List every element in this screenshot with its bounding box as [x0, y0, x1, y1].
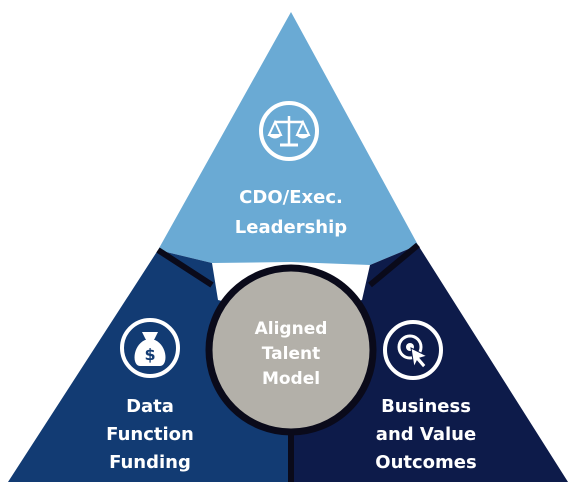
left-label: Data Function Funding [106, 396, 194, 473]
center-label-line-2: Talent [262, 344, 320, 364]
top-label: CDO/Exec. Leadership [235, 187, 347, 238]
right-label: Business and Value Outcomes [375, 396, 476, 473]
cursor-click-icon [383, 320, 443, 380]
right-label-line-1: Business [381, 396, 471, 417]
top-label-line-2: Leadership [235, 217, 347, 238]
left-label-line-1: Data [126, 396, 174, 417]
center-label-line-3: Model [262, 369, 320, 389]
left-label-line-3: Funding [109, 452, 191, 473]
top-label-line-1: CDO/Exec. [239, 187, 343, 208]
center-label-line-1: Aligned [255, 319, 328, 339]
right-label-line-3: Outcomes [375, 452, 476, 473]
money-bag-icon: $ [120, 318, 180, 378]
left-label-line-2: Function [106, 424, 194, 445]
right-label-line-2: and Value [376, 424, 476, 445]
svg-text:$: $ [144, 345, 155, 364]
scales-of-justice-icon [259, 101, 319, 161]
center-label: Aligned Talent Model [255, 319, 328, 389]
center-circle [205, 264, 377, 436]
